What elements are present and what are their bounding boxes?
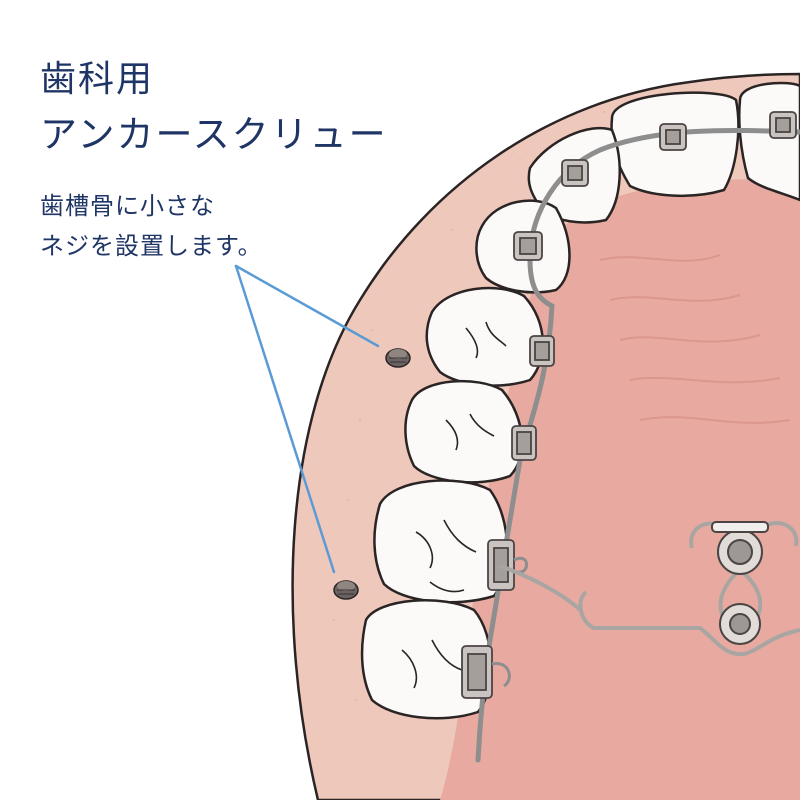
pointer-lines bbox=[234, 264, 380, 574]
lingual-brackets bbox=[461, 111, 797, 699]
bracket-1 bbox=[769, 111, 797, 139]
tooth-molar-3 bbox=[360, 599, 493, 720]
bracket-3 bbox=[561, 159, 589, 187]
tooth-molar-1 bbox=[404, 379, 524, 484]
bracket-8 bbox=[461, 645, 493, 699]
tooth-grooves bbox=[401, 321, 507, 689]
anchor-screw-2 bbox=[333, 580, 359, 600]
bracket-6 bbox=[511, 425, 537, 461]
anchor-screw-1 bbox=[385, 348, 411, 368]
palate-rugae bbox=[599, 254, 791, 424]
archwire bbox=[475, 127, 800, 763]
expander-screws bbox=[711, 521, 769, 645]
title-line-2: アンカースクリュー bbox=[40, 113, 388, 156]
bracket-5 bbox=[529, 335, 555, 367]
caption-line-1: 歯槽骨に小さな bbox=[40, 192, 215, 220]
tooth-premolar-2 bbox=[425, 286, 545, 387]
gum-texture bbox=[332, 110, 606, 702]
bracket-hooks bbox=[491, 556, 528, 688]
bracket-4 bbox=[513, 231, 543, 261]
tooth-molar-2 bbox=[373, 479, 509, 604]
caption-line-2: ネジを設置します。 bbox=[40, 232, 263, 260]
bracket-2 bbox=[659, 123, 687, 151]
title-line-1: 歯科用 bbox=[40, 59, 155, 100]
